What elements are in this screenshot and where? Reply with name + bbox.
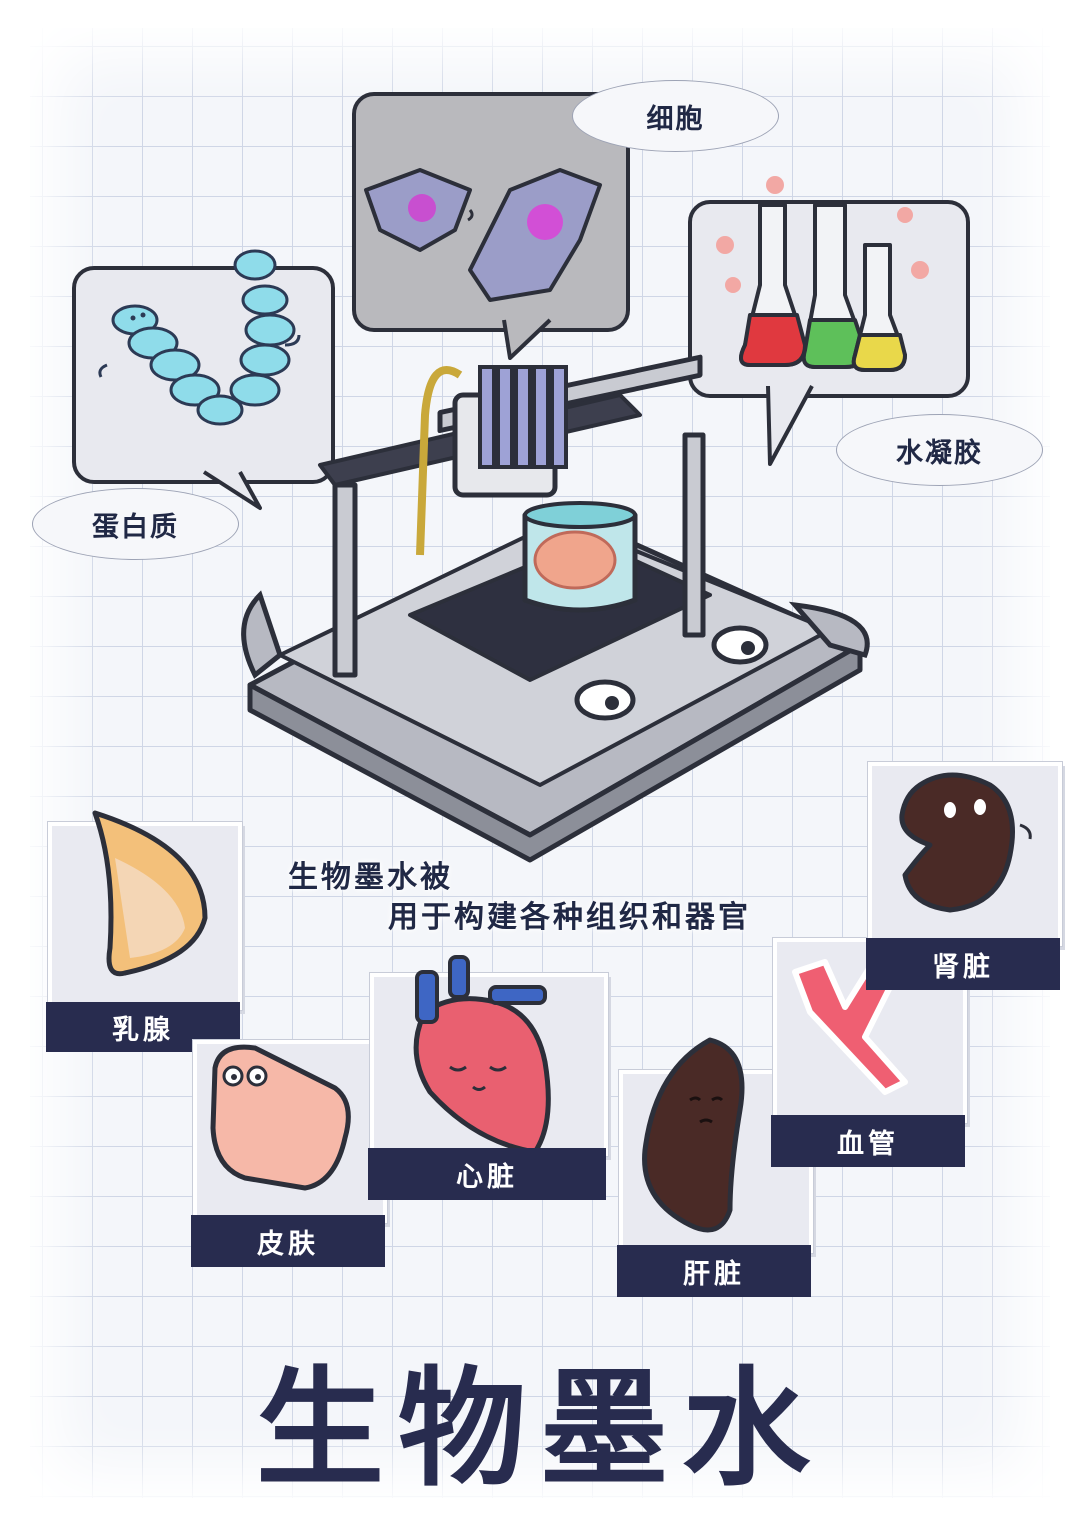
skin-label: 皮肤 xyxy=(191,1215,385,1267)
protein-bubble-tail xyxy=(202,470,262,510)
protein-helix-illustration xyxy=(98,249,301,426)
hydrogel-label-cloud: 水凝胶 xyxy=(836,414,1043,486)
breast-illustration xyxy=(92,810,208,977)
liver-label: 肝脏 xyxy=(617,1245,811,1297)
protein-label: 蛋白质 xyxy=(92,511,179,543)
cells-illustration xyxy=(364,168,602,302)
protein-bubble xyxy=(72,266,335,484)
vessel-label: 血管 xyxy=(771,1115,965,1167)
hydrogel-label: 水凝胶 xyxy=(896,437,983,469)
skin-illustration xyxy=(210,1044,351,1191)
caption-line-2: 用于构建各种组织和器官 xyxy=(388,900,751,935)
hydrogel-bubble-tail xyxy=(766,385,814,466)
test-tubes-illustration xyxy=(716,176,929,372)
kidney-label: 肾脏 xyxy=(866,938,1060,990)
vessel-illustration xyxy=(792,959,908,1095)
liver-illustration xyxy=(642,1037,745,1233)
bioprinter-illustration xyxy=(241,354,870,863)
cell-bubble-tail xyxy=(502,318,552,360)
heart-label: 心脏 xyxy=(368,1148,606,1200)
cell-label-cloud: 细胞 xyxy=(572,80,779,152)
heart-illustration xyxy=(413,955,551,1155)
cell-label: 细胞 xyxy=(646,103,705,135)
kidney-illustration xyxy=(899,772,1032,913)
page-title: 生物墨水 xyxy=(255,1355,824,1504)
caption-line-1: 生物墨水被 xyxy=(288,860,453,895)
protein-label-cloud: 蛋白质 xyxy=(32,488,239,560)
